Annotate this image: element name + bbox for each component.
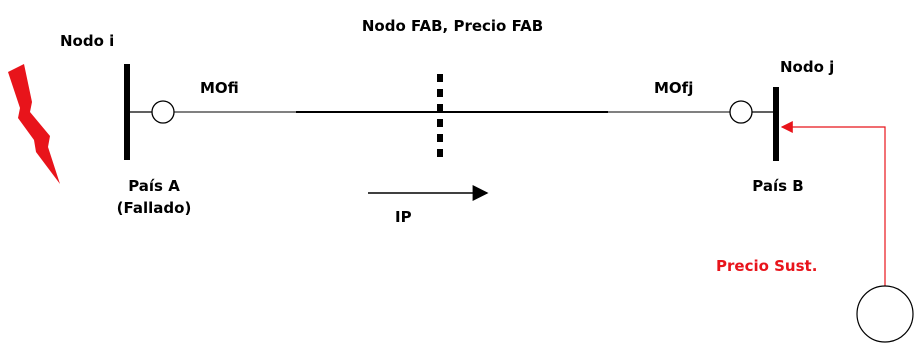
breaker-circle-node-i bbox=[151, 100, 175, 124]
flow-label: IP bbox=[395, 208, 412, 226]
market-label-node-i: MOfi bbox=[200, 79, 239, 97]
substitute-price-label: Precio Sust. bbox=[716, 257, 818, 275]
country-b-label: País B bbox=[752, 177, 804, 195]
bus-bar-node-i bbox=[124, 64, 130, 160]
lightning-bolt-icon bbox=[8, 64, 60, 184]
generator-circle-icon bbox=[856, 285, 914, 343]
country-a-status: (Fallado) bbox=[116, 199, 192, 217]
country-a-label: País A bbox=[128, 177, 180, 195]
node-i-label: Nodo i bbox=[60, 32, 115, 50]
substitute-price-connector bbox=[780, 121, 886, 286]
market-label-node-j: MOfj bbox=[654, 79, 694, 97]
diagram-title: Nodo FAB, Precio FAB bbox=[361, 17, 544, 35]
breaker-circle-node-j bbox=[729, 100, 753, 124]
node-j-label: Nodo j bbox=[780, 58, 835, 76]
bus-bar-node-j bbox=[773, 87, 779, 161]
